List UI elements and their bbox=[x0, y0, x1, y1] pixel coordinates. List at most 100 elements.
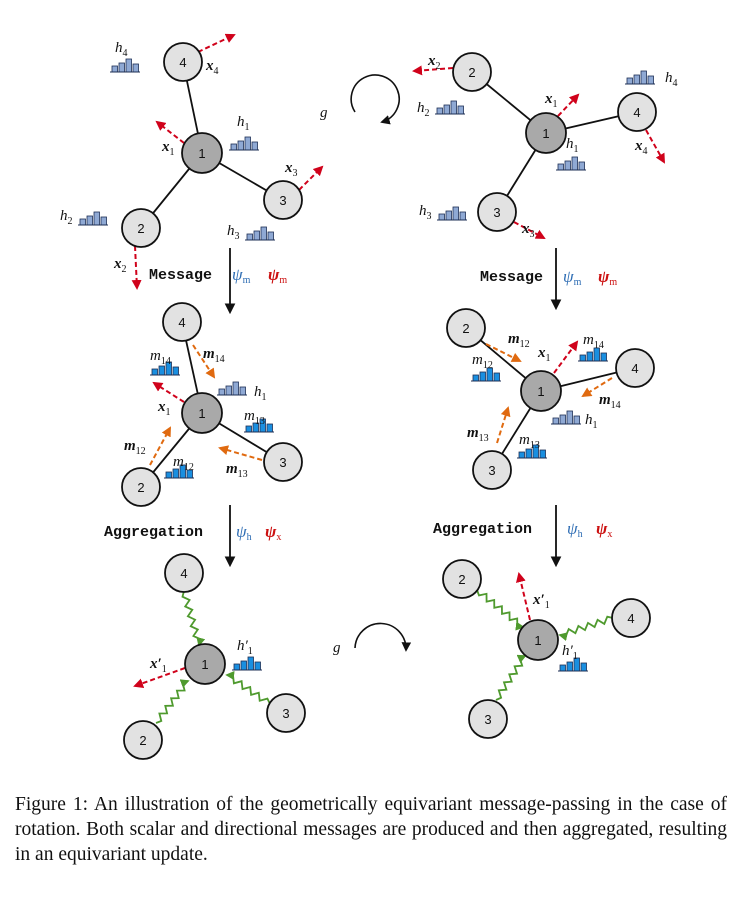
histogram-bar bbox=[443, 104, 450, 115]
node-4 bbox=[162, 302, 202, 342]
node-2 bbox=[121, 467, 161, 507]
histogram-bar bbox=[79, 218, 86, 226]
label-m13-vector: m13 bbox=[467, 425, 489, 444]
histogram-h1 bbox=[217, 381, 247, 396]
vector-x2 bbox=[131, 245, 142, 290]
label-m13-vector: m13 bbox=[226, 461, 248, 480]
histogram-bar bbox=[640, 70, 647, 85]
node-1 bbox=[520, 370, 562, 412]
node-label: 2 bbox=[137, 480, 144, 495]
panel-middle-left: 4 1 2 3 m14 m14 h1 x1 m13 m12 m12 m13 bbox=[121, 302, 303, 507]
node-3 bbox=[263, 180, 303, 220]
label-m14: m14 bbox=[583, 332, 604, 351]
histogram-bar bbox=[518, 451, 525, 459]
aggregate-edge-3 bbox=[225, 670, 271, 705]
histogram-h4 bbox=[110, 58, 140, 73]
figure-caption: Figure 1: An illustration of the geometr… bbox=[15, 794, 727, 865]
histogram-bar bbox=[457, 105, 464, 115]
node-1 bbox=[181, 132, 223, 174]
histogram-bar bbox=[247, 656, 254, 671]
label-m12: m12 bbox=[173, 454, 194, 473]
label-x3: x3 bbox=[284, 160, 298, 179]
histogram-bar bbox=[172, 366, 179, 376]
label-m12-vector: m12 bbox=[124, 438, 146, 457]
histogram-bar bbox=[559, 414, 566, 425]
node-label: 4 bbox=[633, 105, 640, 120]
label-h3: h3 bbox=[419, 203, 432, 222]
histogram-h2 bbox=[435, 100, 465, 115]
label-m12: m12 bbox=[472, 352, 493, 371]
histogram-bar bbox=[472, 374, 479, 382]
panel-middle-right: 2 1 4 3 m12 x1 m14 m12 m14 h1 m13 m13 bbox=[446, 308, 655, 490]
aggregate-edge-2 bbox=[155, 679, 190, 724]
node-label: 3 bbox=[484, 712, 491, 727]
node-label: 1 bbox=[198, 146, 205, 161]
label-m14: m14 bbox=[150, 348, 171, 367]
histogram-bar bbox=[578, 161, 585, 171]
node-label: 4 bbox=[180, 566, 187, 581]
histogram-bar bbox=[254, 661, 261, 671]
histogram-h1-updated bbox=[558, 657, 588, 672]
histogram-bar bbox=[586, 351, 593, 362]
label-h4: h4 bbox=[665, 70, 678, 89]
histogram-bar bbox=[245, 425, 252, 433]
histogram-bar bbox=[564, 160, 571, 171]
node-label: 4 bbox=[178, 315, 185, 330]
node-2 bbox=[446, 308, 486, 348]
node-1 bbox=[525, 112, 567, 154]
node-label: 4 bbox=[631, 361, 638, 376]
node-4 bbox=[615, 348, 655, 388]
histogram-bar bbox=[459, 211, 466, 221]
node-label: 3 bbox=[279, 455, 286, 470]
message-m14 bbox=[192, 344, 216, 379]
label-x1: x1 bbox=[544, 91, 558, 110]
histogram-bar bbox=[230, 143, 237, 151]
message-m12 bbox=[485, 343, 522, 362]
histogram-bar bbox=[450, 100, 457, 115]
histogram-bar bbox=[559, 664, 566, 672]
histogram-h3 bbox=[245, 226, 275, 241]
histogram-bar bbox=[493, 372, 500, 382]
histogram-m13 bbox=[517, 444, 547, 459]
histogram-bar bbox=[151, 368, 158, 376]
histogram-bar bbox=[267, 231, 274, 241]
histogram-bar bbox=[246, 233, 253, 241]
node-label: 1 bbox=[542, 126, 549, 141]
histogram-bar bbox=[566, 410, 573, 425]
node-label: 3 bbox=[282, 706, 289, 721]
histogram-bar bbox=[557, 163, 564, 171]
label-h1-updated: h′1 bbox=[562, 643, 578, 662]
node-4 bbox=[163, 42, 203, 82]
histogram-bar bbox=[260, 226, 267, 241]
label-h3: h3 bbox=[227, 223, 240, 242]
vector-x1 bbox=[155, 120, 185, 144]
histogram-bar bbox=[253, 230, 260, 241]
label-m14-vector: m14 bbox=[599, 392, 621, 411]
label-h1: h1 bbox=[566, 136, 579, 155]
rotation-g-label: g bbox=[320, 105, 328, 121]
node-label: 2 bbox=[458, 572, 465, 587]
aggregate-edge-2 bbox=[476, 589, 525, 631]
histogram-bar bbox=[172, 468, 179, 479]
histogram-bar bbox=[239, 386, 246, 396]
label-x1: x1 bbox=[537, 345, 551, 364]
psi-x: ψx bbox=[265, 522, 281, 543]
message-step-left: Message ψm ψm bbox=[149, 248, 287, 315]
histogram-bar bbox=[566, 661, 573, 672]
aggregate-edge-4 bbox=[558, 615, 614, 641]
vector-x1-updated bbox=[515, 572, 531, 621]
node-1 bbox=[184, 643, 226, 685]
node-label: 3 bbox=[488, 463, 495, 478]
aggregation-step-left: Aggregation ψh ψx bbox=[104, 505, 281, 568]
histogram-bar bbox=[251, 141, 258, 151]
panel-bottom-left: 4 1 2 3 h′1 x′1 bbox=[123, 553, 306, 760]
histogram-bar bbox=[626, 77, 633, 85]
aggregation-label: Aggregation bbox=[433, 521, 532, 538]
panel-top-right: 2 1 4 3 x2 h2 x1 h1 h4 x4 h3 x3 bbox=[412, 52, 678, 240]
histogram-bar bbox=[100, 216, 107, 226]
label-x2: x2 bbox=[113, 256, 127, 275]
label-h4: h4 bbox=[115, 40, 128, 59]
vector-x1-updated bbox=[133, 667, 186, 688]
label-x2: x2 bbox=[427, 53, 441, 72]
node-label: 2 bbox=[468, 65, 475, 80]
